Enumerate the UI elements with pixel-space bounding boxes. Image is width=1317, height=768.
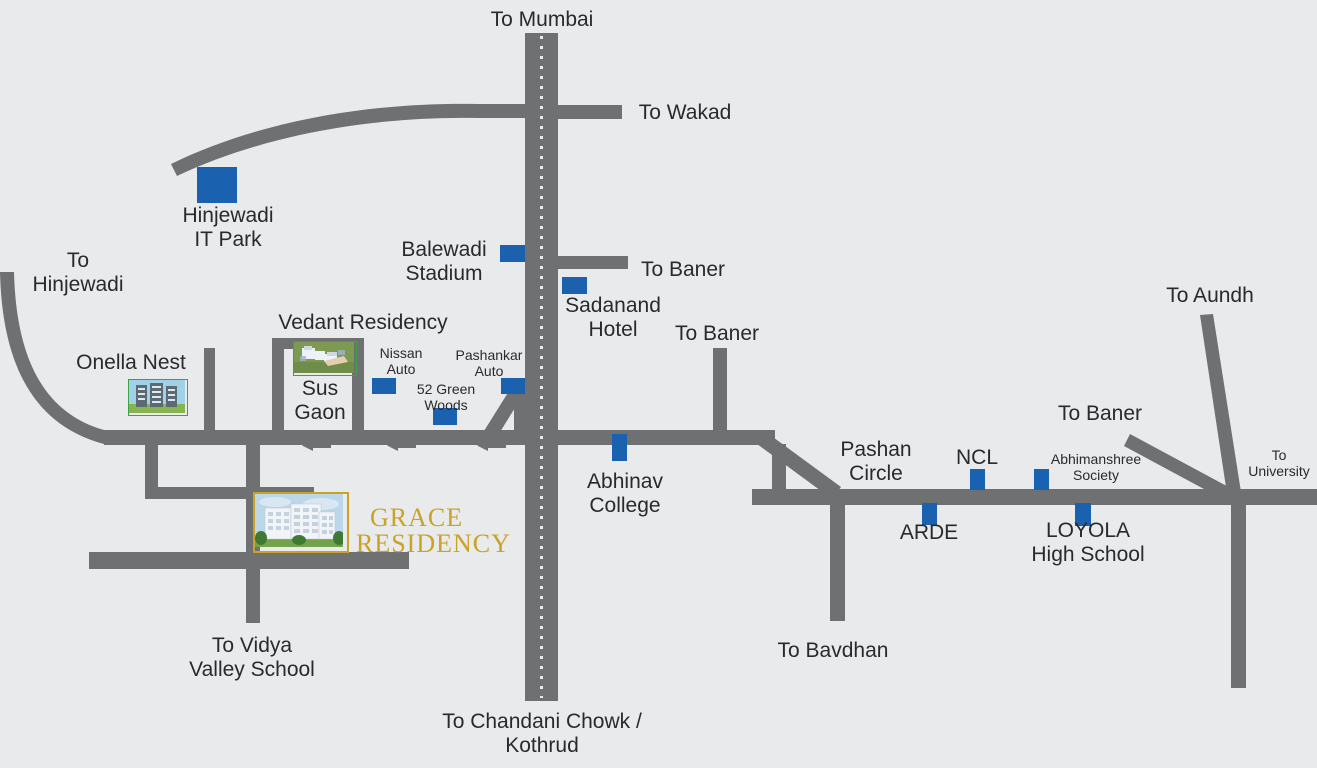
label-to-chandani-chowk-kothrud: To Chandani Chowk / Kothrud (442, 710, 642, 757)
road-vedant-left-vertical (272, 338, 284, 431)
road-pashankar-vertical (514, 383, 526, 433)
road-baner-aundh-diagonal (1124, 434, 1236, 503)
label-abhinav-college: Abhinav College (587, 470, 663, 517)
label-balewadi-stadium: Balewadi Stadium (401, 238, 487, 285)
label-to-university: To University (1248, 447, 1310, 479)
marker-balewadi-stadium[interactable] (500, 245, 525, 262)
label-sus-gaon: Sus Gaon (294, 377, 346, 424)
label-to-wakad: To Wakad (638, 101, 732, 124)
marker-loyola-high-school[interactable] (1075, 503, 1091, 526)
label-to-mumbai: To Mumbai (490, 8, 594, 31)
label-onella-nest: Onella Nest (76, 351, 186, 374)
label-sadanand-hotel: Sadanand Hotel (565, 294, 661, 341)
logo-line-1: GRACE (370, 503, 464, 532)
road-to-hinjewadi-left-curve (0, 272, 160, 444)
marker-hinjewadi-it-park[interactable] (197, 167, 237, 203)
photo-vedant-residency[interactable] (293, 341, 357, 376)
road-pashan-vertical-bavdhan (772, 444, 786, 492)
label-nissan-auto: Nissan Auto (379, 345, 423, 377)
label-loyola-high-school: LOYOLA High School (1031, 519, 1145, 566)
logo-line-2: RESIDENCY (356, 529, 511, 558)
label-ncl: NCL (955, 446, 999, 469)
road-sus-main-horizontal (104, 430, 765, 445)
label-to-aundh: To Aundh (1166, 284, 1254, 307)
road-grid-horizontal-a (145, 487, 265, 499)
direction-arrow-west-2 (387, 440, 416, 451)
marker-52-green-woods[interactable] (433, 408, 457, 425)
photo-grace-residency[interactable] (253, 492, 349, 553)
direction-arrows (302, 440, 506, 451)
road-baner-pashan-diagonal (757, 432, 841, 499)
label-arde: ARDE (899, 521, 959, 544)
label-to-baner-right: To Baner (1057, 402, 1143, 425)
road-university-vertical (1231, 489, 1246, 688)
label-vedant-residency: Vedant Residency (278, 311, 448, 334)
road-to-baner-mid-vertical (713, 348, 727, 434)
road-to-aundh-diagonal (1200, 314, 1241, 494)
label-abhimanshree-society: Abhimanshree Society (1050, 451, 1142, 483)
label-hinjewadi-it-park: Hinjewadi IT Park (182, 204, 274, 251)
marker-arde[interactable] (922, 503, 937, 525)
label-52-green-woods: 52 Green Woods (416, 381, 476, 413)
road-vedant-right-vertical (352, 338, 364, 431)
road-to-wakad (525, 105, 622, 119)
marker-nissan-auto[interactable] (372, 378, 396, 394)
marker-abhimanshree-society[interactable] (1034, 469, 1049, 490)
label-to-vidya-valley-school: To Vidya Valley School (189, 634, 315, 681)
road-to-bavdhan-vertical (830, 489, 845, 621)
road-baner-connector-horizontal (713, 430, 775, 444)
label-to-bavdhan: To Bavdhan (777, 639, 889, 662)
label-to-hinjewadi: To Hinjewadi (32, 249, 124, 296)
road-hinjewadi-curve-top (171, 103, 528, 176)
label-pashan-circle: Pashan Circle (840, 438, 912, 485)
photo-onella-nest[interactable] (128, 379, 188, 416)
direction-arrow-west-3 (477, 440, 506, 451)
direction-arrow-west-1 (302, 440, 331, 451)
grace-residency-logo: GRACE RESIDENCY (356, 505, 511, 557)
marker-sadanand-hotel[interactable] (562, 277, 587, 294)
label-to-baner-mid: To Baner (674, 322, 760, 345)
label-to-baner-top: To Baner (640, 258, 726, 281)
road-grid-horizontal-c (89, 552, 409, 569)
road-to-baner-upper (548, 256, 628, 269)
road-grid-vertical-a (145, 430, 158, 498)
marker-ncl[interactable] (970, 469, 985, 490)
label-pashankar-auto: Pashankar Auto (455, 347, 523, 379)
marker-pashankar-auto[interactable] (501, 378, 525, 394)
road-pashan-university-horizontal (752, 489, 1317, 505)
road-onella-vertical (204, 348, 215, 431)
marker-abhinav-college[interactable] (612, 434, 627, 461)
